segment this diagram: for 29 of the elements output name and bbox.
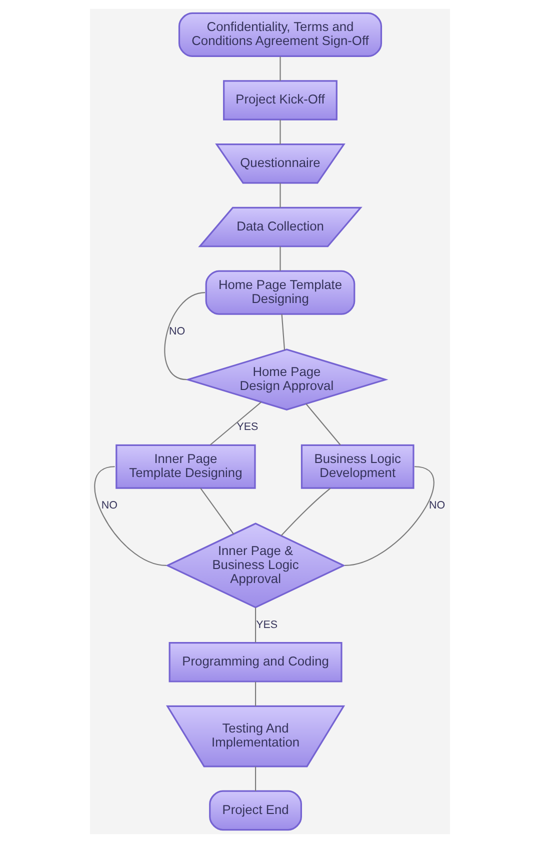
node-diamond: Inner Page & Business Logic Approval: [165, 522, 345, 608]
edge-label: YES: [236, 421, 258, 434]
connector: [344, 466, 434, 566]
connector: [209, 402, 262, 446]
connector: [200, 488, 234, 534]
node-box: Programming and Coding: [168, 642, 342, 682]
node-box: Project Kick-Off: [222, 80, 337, 120]
connector: [305, 404, 340, 446]
connector: [280, 314, 285, 350]
connector: [94, 466, 166, 566]
connector: [164, 292, 205, 380]
edge-label: YES: [256, 618, 278, 631]
connector: [279, 56, 280, 81]
node-box: Business Logic Development: [300, 444, 414, 489]
connector: [279, 246, 280, 271]
connector: [279, 120, 280, 144]
edge-label: NO: [168, 325, 185, 338]
node-box: Inner Page Template Designing: [115, 444, 256, 489]
connector: [254, 682, 256, 706]
node-box: Project End: [208, 790, 302, 831]
edge-label: NO: [100, 500, 117, 512]
connector: [254, 607, 256, 642]
connector: [279, 183, 280, 208]
connector: [254, 766, 256, 792]
edge-label: NO: [428, 500, 445, 512]
node-box: Confidentiality, Terms and Conditions Agreement Sign-Off: [178, 12, 382, 57]
connector: [280, 488, 330, 536]
node-diamond: Home Page Design Approval: [184, 348, 388, 411]
node-box: Home Page Template Designing: [204, 270, 355, 315]
